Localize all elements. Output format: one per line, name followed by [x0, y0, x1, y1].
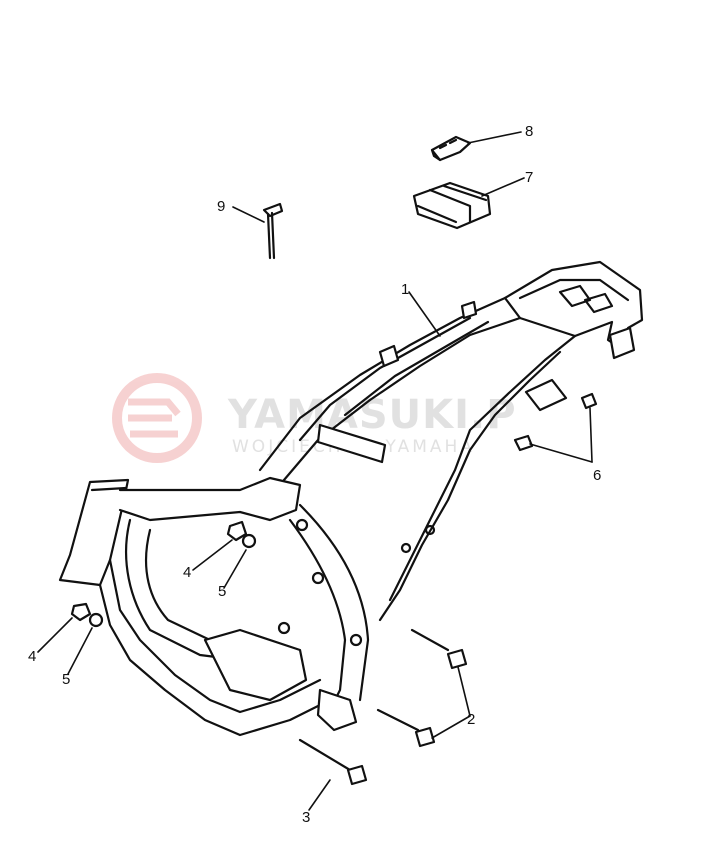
part-7-band [412, 181, 492, 230]
callout-4-left: 4 [28, 648, 37, 665]
callout-4-middle: 4 [183, 564, 192, 581]
part-9-bolt [262, 202, 284, 260]
callout-1: 1 [401, 281, 410, 298]
leader-lines [37, 131, 593, 811]
callout-5-left: 5 [62, 671, 71, 688]
frame-main [58, 260, 644, 737]
callout-3: 3 [302, 809, 311, 826]
callout-5-middle: 5 [218, 583, 227, 600]
part-8-plate [430, 135, 472, 162]
callout-8: 8 [525, 123, 534, 140]
callout-9: 9 [217, 198, 226, 215]
callout-2: 2 [467, 711, 476, 728]
callout-6: 6 [593, 467, 602, 484]
callout-7: 7 [525, 169, 534, 186]
hardware [70, 392, 598, 786]
